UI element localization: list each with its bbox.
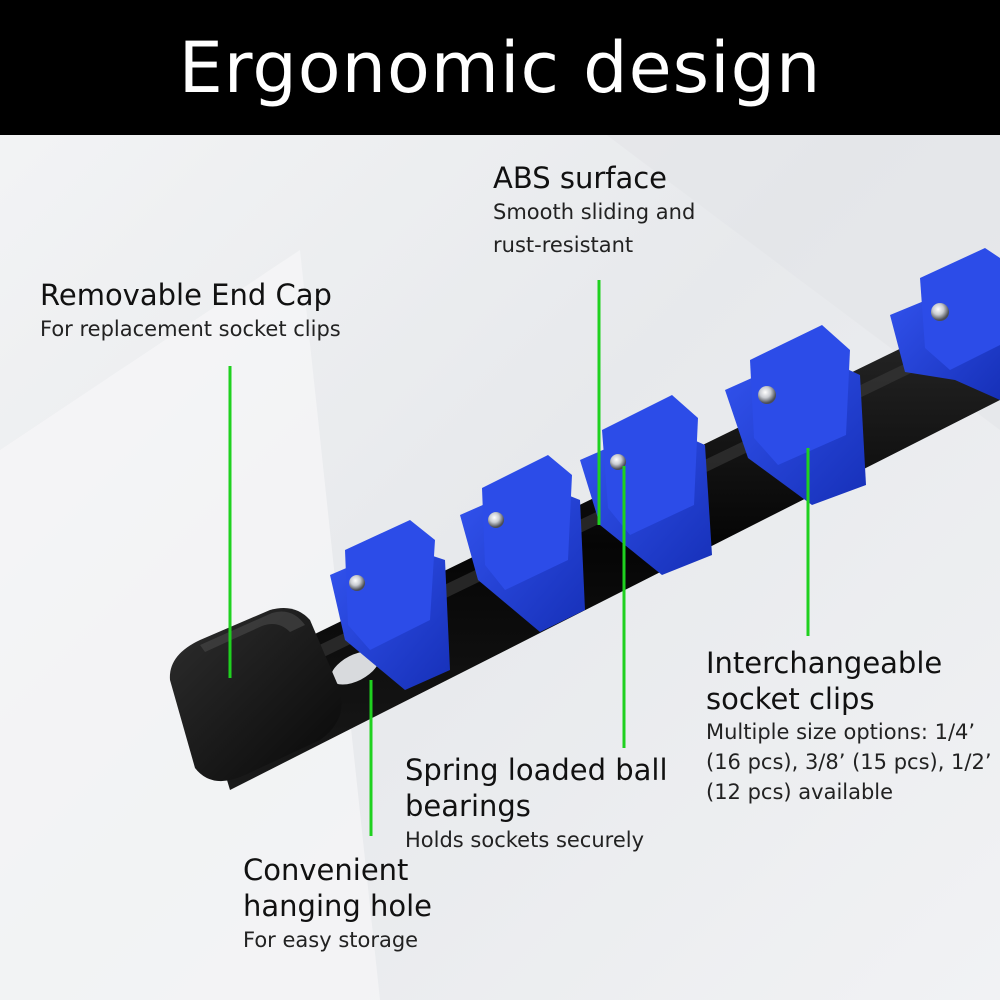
socket-clip — [890, 248, 1000, 400]
callout-text: For easy storage — [243, 928, 419, 952]
callout-title: Removable End Cap — [40, 278, 332, 312]
socket-clip — [580, 395, 712, 575]
callout-text: Multiple size options: 1/4’ — [706, 720, 976, 744]
callout-ball-bearings: Spring loaded ball bearings Holds socket… — [405, 752, 668, 857]
callout-text: Holds sockets securely — [405, 828, 645, 852]
callout-text: (12 pcs) available — [706, 780, 894, 804]
callout-title: socket clips — [706, 682, 875, 716]
hanging-hole — [331, 651, 379, 685]
socket-clip — [725, 325, 866, 505]
callout-title: Spring loaded ball — [405, 753, 668, 787]
callout-text: For replacement socket clips — [40, 317, 341, 341]
callout-abs-surface: ABS surface Smooth sliding and rust-resi… — [493, 160, 695, 262]
callout-text: (16 pcs), 3/8’ (15 pcs), 1/2’ — [706, 750, 992, 774]
end-cap — [169, 607, 342, 782]
callout-text: rust-resistant — [493, 233, 634, 257]
leader-lines — [228, 280, 810, 836]
callout-title: Interchangeable — [706, 646, 943, 680]
page-title: Ergonomic design — [178, 26, 822, 109]
callout-socket-clips: Interchangeable socket clips Multiple si… — [706, 645, 992, 807]
socket-clip — [330, 520, 450, 690]
callout-hanging-hole: Convenient hanging hole For easy storage — [243, 852, 432, 957]
callout-title: ABS surface — [493, 161, 668, 195]
callout-text: Smooth sliding and — [493, 200, 696, 224]
socket-clip — [460, 455, 585, 632]
callout-end-cap: Removable End Cap For replacement socket… — [40, 277, 341, 346]
callout-title: Convenient — [243, 853, 409, 887]
header-banner: Ergonomic design — [0, 0, 1000, 135]
callout-title: bearings — [405, 789, 531, 823]
callout-title: hanging hole — [243, 889, 433, 923]
